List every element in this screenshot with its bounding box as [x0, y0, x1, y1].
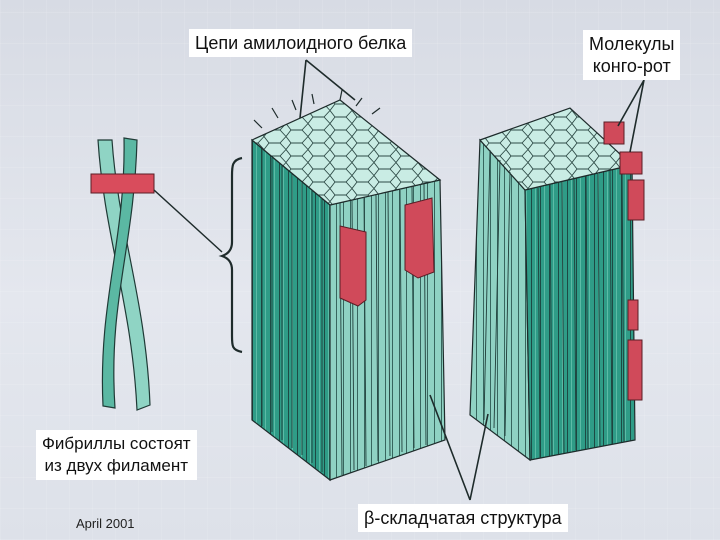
beta-structure-pointers	[429, 394, 489, 501]
congo-red-molecule-2	[619, 151, 643, 175]
filament-2	[101, 137, 138, 409]
congo-red-text-line1: Молекулы	[589, 34, 675, 54]
pleat-lines	[261, 150, 427, 476]
beta-structure-label: β-складчатая структура	[358, 504, 568, 532]
chain-ticks-left	[253, 89, 381, 129]
zoom-connector-line	[153, 189, 223, 253]
fibrils-caption-line2: из двух филамент	[44, 456, 189, 475]
fibril-highlight-band	[90, 173, 155, 194]
amyloid-chain-pointers	[299, 59, 356, 119]
congo-red-patch-2	[404, 197, 435, 279]
fibrils-caption-line1: Фибриллы состоят	[42, 434, 191, 453]
congo-red-molecule-1	[603, 121, 625, 145]
amyloid-chains-text: Цепи амилоидного белка	[195, 33, 407, 53]
right-block-front-face	[469, 138, 531, 462]
right-pleat-lines	[483, 149, 625, 459]
congo-red-text-line2: конго-рот	[592, 56, 671, 76]
beta-structure-text: β-складчатая структура	[364, 508, 562, 528]
zoom-brace	[218, 156, 243, 354]
congo-red-molecule-3	[627, 179, 645, 221]
congo-red-molecule-5	[627, 339, 643, 401]
amyloid-chains-label: Цепи амилоидного белка	[189, 29, 413, 57]
footer-date: April 2001	[76, 516, 135, 531]
left-block-top-face	[250, 99, 442, 206]
congo-red-pointers	[617, 79, 645, 153]
congo-red-label: Молекулы конго-рот	[583, 30, 681, 80]
fibril-block-right	[469, 107, 645, 462]
congo-red-molecule-4	[627, 299, 639, 331]
fibrils-caption: Фибриллы состоят из двух филамент	[36, 430, 197, 480]
twisted-fibril	[90, 137, 155, 411]
congo-red-patch-1	[339, 225, 367, 307]
fibril-block-left	[250, 89, 446, 482]
right-block-side-face	[524, 164, 636, 461]
